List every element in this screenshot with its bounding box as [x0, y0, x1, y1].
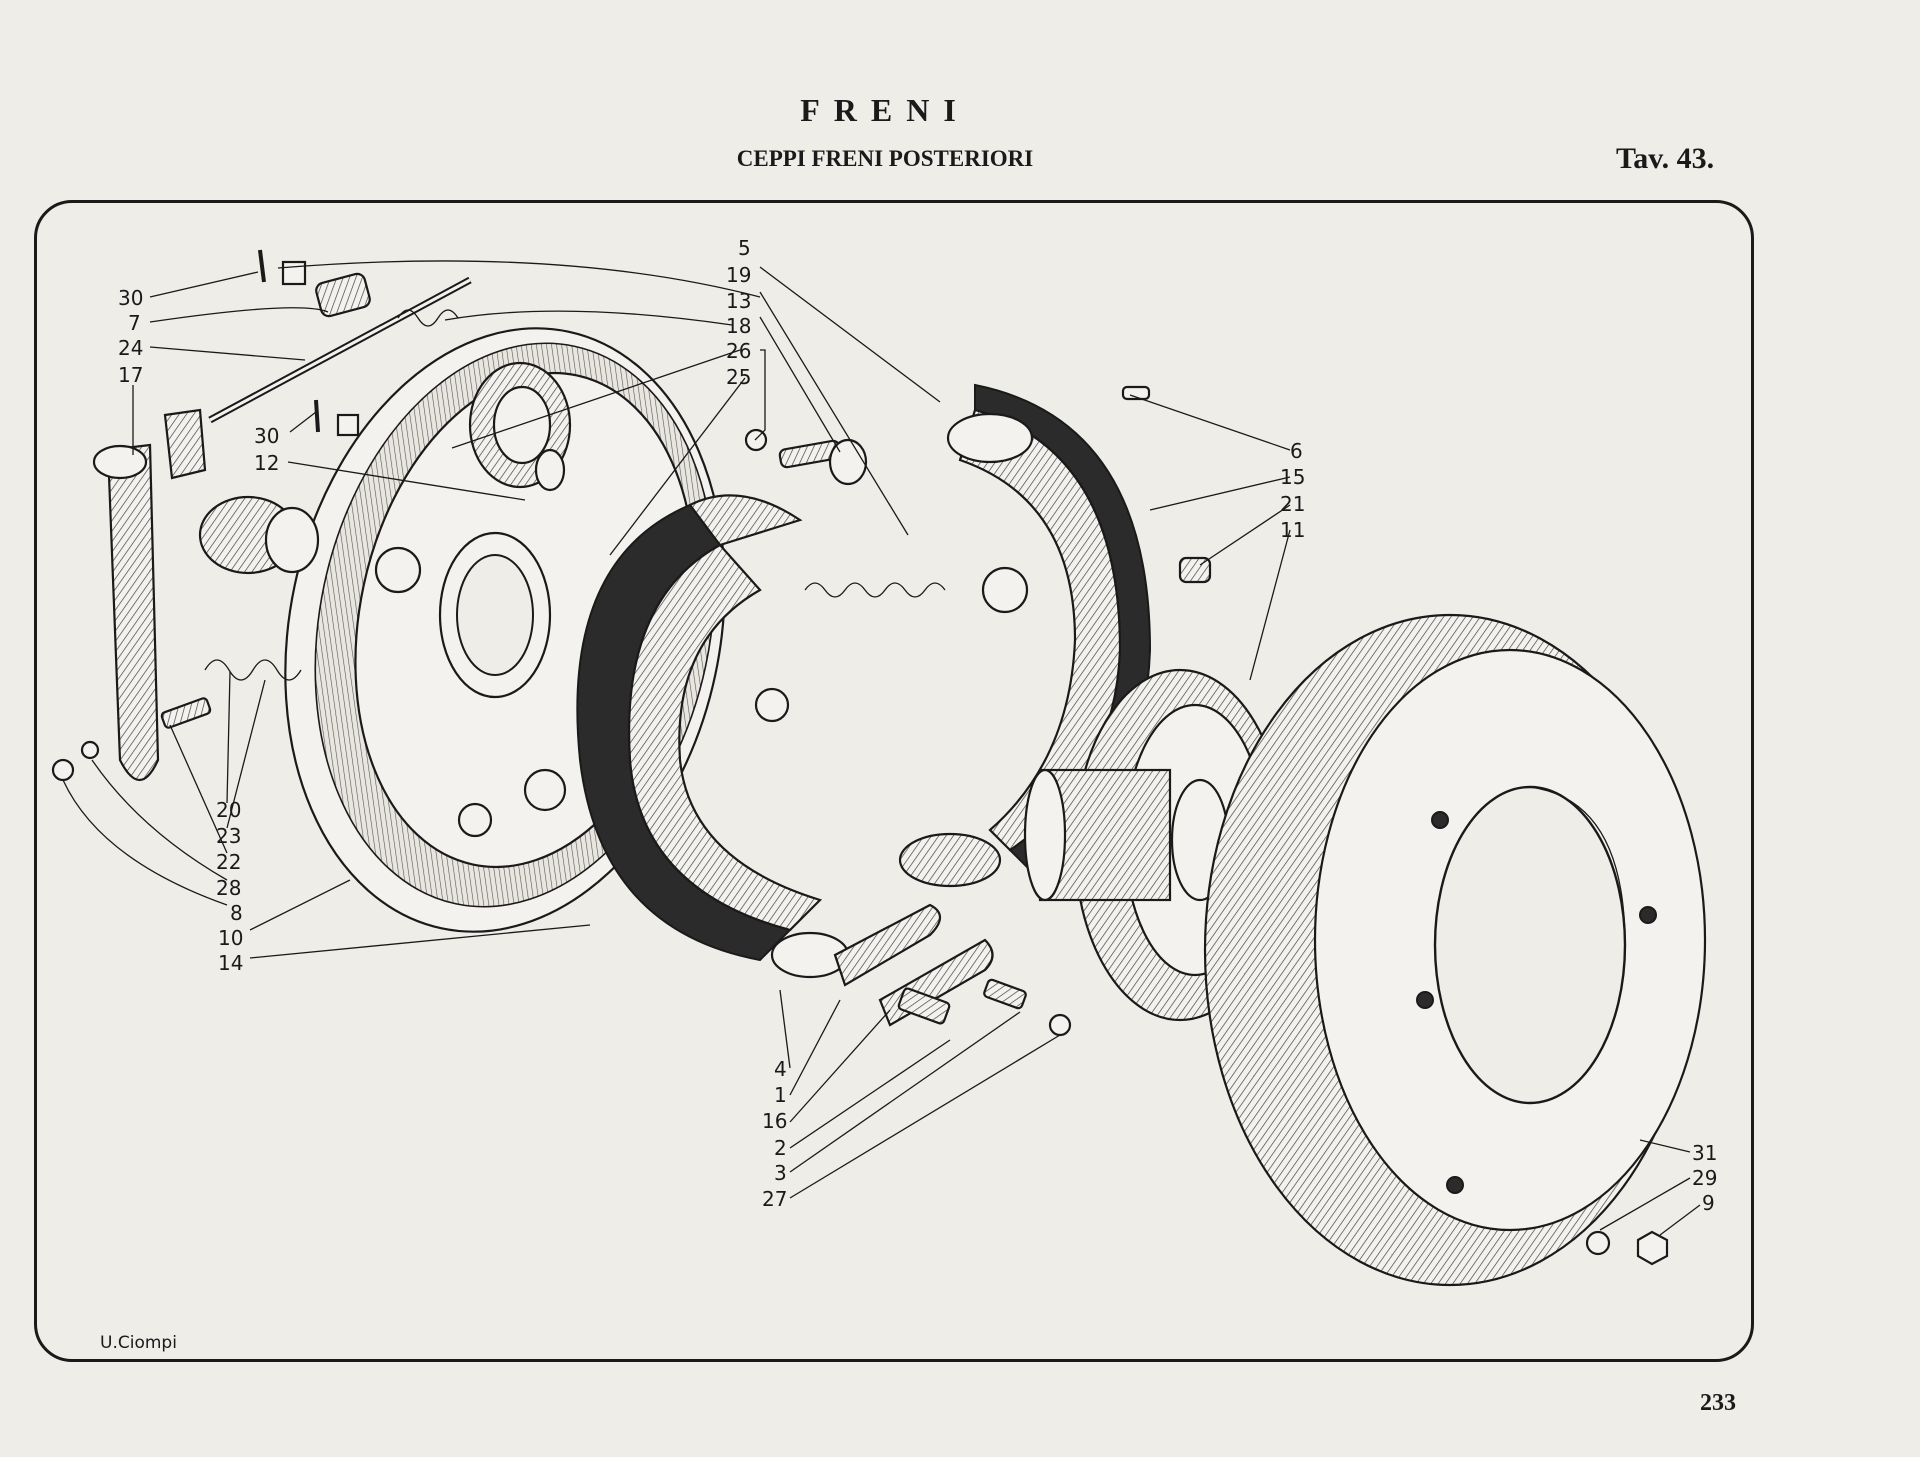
callouts-bottom-center: 4 1 16 2 3 27	[762, 1057, 787, 1211]
callout: 11	[1280, 518, 1305, 542]
callout: 17	[118, 363, 143, 387]
callout: 29	[1692, 1166, 1717, 1190]
leader-lines	[62, 260, 1701, 1236]
callouts-top-center: 5 19 13 18 26 25	[726, 236, 751, 389]
callouts-right: 6 15 21 11	[1280, 439, 1305, 542]
callout: 30	[118, 286, 143, 310]
callout: 1	[774, 1083, 787, 1107]
callout: 31	[1692, 1141, 1717, 1165]
plate-number: Tav. 43.	[1616, 142, 1715, 175]
shoe-return-spring	[804, 582, 946, 598]
callout: 23	[216, 824, 241, 848]
callout: 22	[216, 850, 241, 874]
callout: 12	[254, 451, 279, 475]
callout: 15	[1280, 465, 1305, 489]
callout: 6	[1290, 439, 1303, 463]
callouts-bottom-right: 31 29 9	[1692, 1141, 1717, 1215]
callout: 26	[726, 339, 751, 363]
brake-drum	[1203, 613, 1707, 1287]
callout: 14	[218, 951, 243, 975]
page-subtitle: CEPPI FRENI POSTERIORI	[736, 146, 1034, 171]
diagram-frame	[34, 200, 1754, 1362]
callout: 9	[1702, 1191, 1715, 1215]
callout: 10	[218, 926, 243, 950]
wheel-nut-and-washer	[1585, 1230, 1669, 1266]
brake-shoe-front	[576, 494, 850, 979]
callout: 16	[762, 1109, 787, 1133]
callout: 25	[726, 365, 751, 389]
callout: 8	[230, 901, 243, 925]
page-number: 233	[1700, 1390, 1736, 1416]
callout: 7	[128, 311, 141, 335]
illustrator-signature: U.Ciompi	[100, 1333, 177, 1353]
page-title: FRENI	[800, 92, 970, 128]
callout: 28	[216, 876, 241, 900]
callout: 13	[726, 289, 751, 313]
callout: 27	[762, 1187, 787, 1211]
callout: 24	[118, 336, 143, 360]
callouts-left: 30 7 24 17 30 12 20 23 22 28 8 10 14	[118, 286, 279, 975]
callout: 19	[726, 263, 751, 287]
callout: 18	[726, 314, 751, 338]
anchor-links	[833, 903, 1072, 1037]
callout: 5	[738, 236, 751, 260]
callout: 4	[774, 1057, 787, 1081]
callout: 20	[216, 798, 241, 822]
callout: 21	[1280, 492, 1305, 516]
callout: 3	[774, 1161, 787, 1185]
callout: 30	[254, 424, 279, 448]
callout: 2	[774, 1136, 787, 1160]
